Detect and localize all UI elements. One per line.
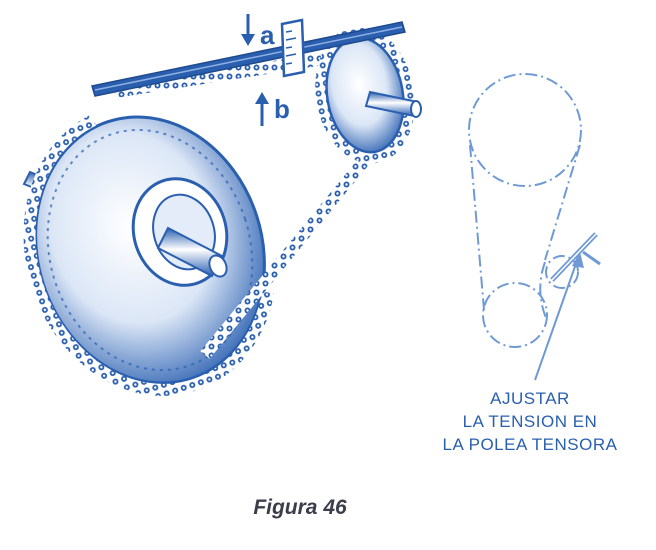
annotation-line-1: AJUSTAR xyxy=(490,389,570,408)
annotation-line-2: LA TENSION EN xyxy=(462,412,598,431)
main-shaft xyxy=(156,226,228,278)
ruler-icon xyxy=(280,18,306,78)
arrow-a-icon xyxy=(241,14,255,46)
label-a: a xyxy=(260,20,275,50)
right-shaft xyxy=(364,90,422,118)
leader-line xyxy=(534,252,584,381)
large-sprocket-icon xyxy=(34,115,266,385)
idler-pulley-icon xyxy=(550,232,601,282)
figure-caption: Figura 46 xyxy=(253,496,347,519)
arrow-b-icon xyxy=(255,92,269,126)
annotation-line-3: LA POLEA TENSORA xyxy=(442,435,618,454)
tension-annotation: AJUSTAR LA TENSION EN LA POLEA TENSORA xyxy=(410,387,650,456)
belt-schematic xyxy=(468,73,582,348)
label-b: b xyxy=(274,94,290,124)
